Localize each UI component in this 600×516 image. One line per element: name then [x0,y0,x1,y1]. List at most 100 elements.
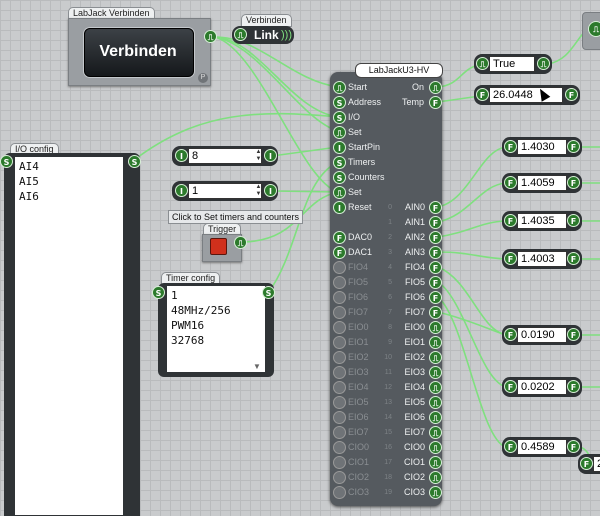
channel-eio2-output-icon[interactable]: ⎍ [429,351,442,364]
ain-out-float-icon[interactable]: F [567,214,580,227]
timer-config-out-string-icon[interactable]: S [262,286,275,299]
device-unused-input-icon[interactable] [333,336,346,349]
device-input-label: I/O [348,112,361,122]
device-input-set-icon[interactable]: ⎍ [333,186,346,199]
channel-eio4-output-icon[interactable]: ⎍ [429,381,442,394]
fio-in-float-icon[interactable]: F [504,440,517,453]
channel-eio5-output-icon[interactable]: ⎍ [429,396,442,409]
fio-in-float-icon[interactable]: F [504,328,517,341]
on-display: True [489,56,535,72]
device-unused-input-icon[interactable] [333,471,346,484]
channel-fio5-output-icon[interactable]: F [429,276,442,289]
timers-input[interactable]: 1 [188,183,262,199]
channel-fio4-output-icon[interactable]: F [429,261,442,274]
wire [437,296,507,448]
device-input-label: Start [348,82,368,92]
channel-ain0-output-icon[interactable]: F [429,201,442,214]
partial-in-float-icon[interactable]: F [580,457,593,470]
channel-ain2-output-icon[interactable]: F [429,231,442,244]
channel-fio6-output-icon[interactable]: F [429,291,442,304]
verbinden-button[interactable] [84,28,194,77]
channel-number: 14 [384,414,392,421]
on-in-pulse-icon[interactable]: ⎍ [476,57,489,70]
device-title: LabJackU3-HV [355,63,443,78]
wire [214,36,339,132]
channel-fio7-output-icon[interactable]: F [429,306,442,319]
device-unused-input-icon[interactable] [333,351,346,364]
io-config-in-string-icon[interactable]: S [0,155,13,168]
device-output-temp-icon[interactable]: F [429,96,442,109]
ain-out-float-icon[interactable]: F [567,252,580,265]
channel-cio0-output-icon[interactable]: ⎍ [429,441,442,454]
fio-in-float-icon[interactable]: F [504,380,517,393]
trigger-out-pulse-icon[interactable]: ⎍ [234,236,247,249]
ain-out-float-icon[interactable]: F [567,176,580,189]
device-input-i/o-icon[interactable]: S [333,111,346,124]
channel-eio3-output-icon[interactable]: ⎍ [429,366,442,379]
device-dac-float-icon[interactable]: F [333,231,346,244]
timers-stepper-icon[interactable]: ▲▼ [255,184,262,197]
device-input-start-icon[interactable]: ⎍ [333,81,346,94]
link-in-pulse-icon[interactable]: ⎍ [234,28,247,41]
scroll-down-icon[interactable]: ▼ [253,362,261,371]
device-unused-label: EIO2 [348,352,369,362]
device-unused-input-icon[interactable] [333,306,346,319]
device-input-counters-icon[interactable]: S [333,171,346,184]
device-unused-input-icon[interactable] [333,261,346,274]
trigger-button[interactable] [210,238,227,255]
fio-out-float-icon[interactable]: F [567,380,580,393]
startpin-stepper-icon[interactable]: ▲▼ [255,149,262,162]
device-unused-input-icon[interactable] [333,321,346,334]
timers-out-int-icon[interactable]: I [264,184,277,197]
offscreen-pin-icon[interactable]: ⎍ [588,21,600,37]
device-unused-input-icon[interactable] [333,366,346,379]
device-output-on-icon[interactable]: ⎍ [429,81,442,94]
channel-cio3-output-icon[interactable]: ⎍ [429,486,442,499]
ain-in-float-icon[interactable]: F [504,140,517,153]
on-out-pulse-icon[interactable]: ⎍ [537,57,550,70]
ain-in-float-icon[interactable]: F [504,176,517,189]
ain-in-float-icon[interactable]: F [504,252,517,265]
channel-ain1-output-icon[interactable]: F [429,216,442,229]
channel-eio0-output-icon[interactable]: ⎍ [429,321,442,334]
channel-eio1-output-icon[interactable]: ⎍ [429,336,442,349]
channel-ain3-output-icon[interactable]: F [429,246,442,259]
temp-out-float-icon[interactable]: F [565,88,578,101]
timer-config-textarea[interactable]: 1 48MHz/256 PWM16 32768 [166,285,266,373]
ain-in-float-icon[interactable]: F [504,214,517,227]
temp-in-float-icon[interactable]: F [476,88,489,101]
startpin-input[interactable]: 8 [188,148,262,164]
timer-config-in-string-icon[interactable]: S [152,286,165,299]
device-input-startpin-icon[interactable]: I [333,141,346,154]
timers-in-int-icon[interactable]: I [175,184,188,197]
device-unused-input-icon[interactable] [333,456,346,469]
device-unused-input-icon[interactable] [333,381,346,394]
device-unused-input-icon[interactable] [333,441,346,454]
io-config-textarea[interactable]: AI4 AI5 AI6 [14,156,129,516]
device-input-reset-icon[interactable]: I [333,201,346,214]
device-unused-input-icon[interactable] [333,411,346,424]
wire [214,36,339,88]
device-input-timers-icon[interactable]: S [333,156,346,169]
channel-cio2-output-icon[interactable]: ⎍ [429,471,442,484]
startpin-out-int-icon[interactable]: I [264,149,277,162]
fio-out-float-icon[interactable]: F [567,328,580,341]
ain-out-float-icon[interactable]: F [567,140,580,153]
startpin-in-int-icon[interactable]: I [175,149,188,162]
channel-cio1-output-icon[interactable]: ⎍ [429,456,442,469]
io-config-out-string-icon[interactable]: S [128,155,141,168]
device-unused-input-icon[interactable] [333,426,346,439]
device-unused-input-icon[interactable] [333,486,346,499]
fio-out-float-icon[interactable]: F [567,440,580,453]
channel-eio7-output-icon[interactable]: ⎍ [429,426,442,439]
channel-eio6-output-icon[interactable]: ⎍ [429,411,442,424]
verbinden-out-pulse-icon[interactable]: ⎍ [204,30,217,43]
wire [437,281,507,388]
device-dac-float-icon[interactable]: F [333,246,346,259]
device-unused-input-icon[interactable] [333,396,346,409]
device-unused-input-icon[interactable] [333,291,346,304]
device-input-address-icon[interactable]: S [333,96,346,109]
channel-label: EIO7 [404,427,425,437]
device-unused-input-icon[interactable] [333,276,346,289]
device-input-set-icon[interactable]: ⎍ [333,126,346,139]
